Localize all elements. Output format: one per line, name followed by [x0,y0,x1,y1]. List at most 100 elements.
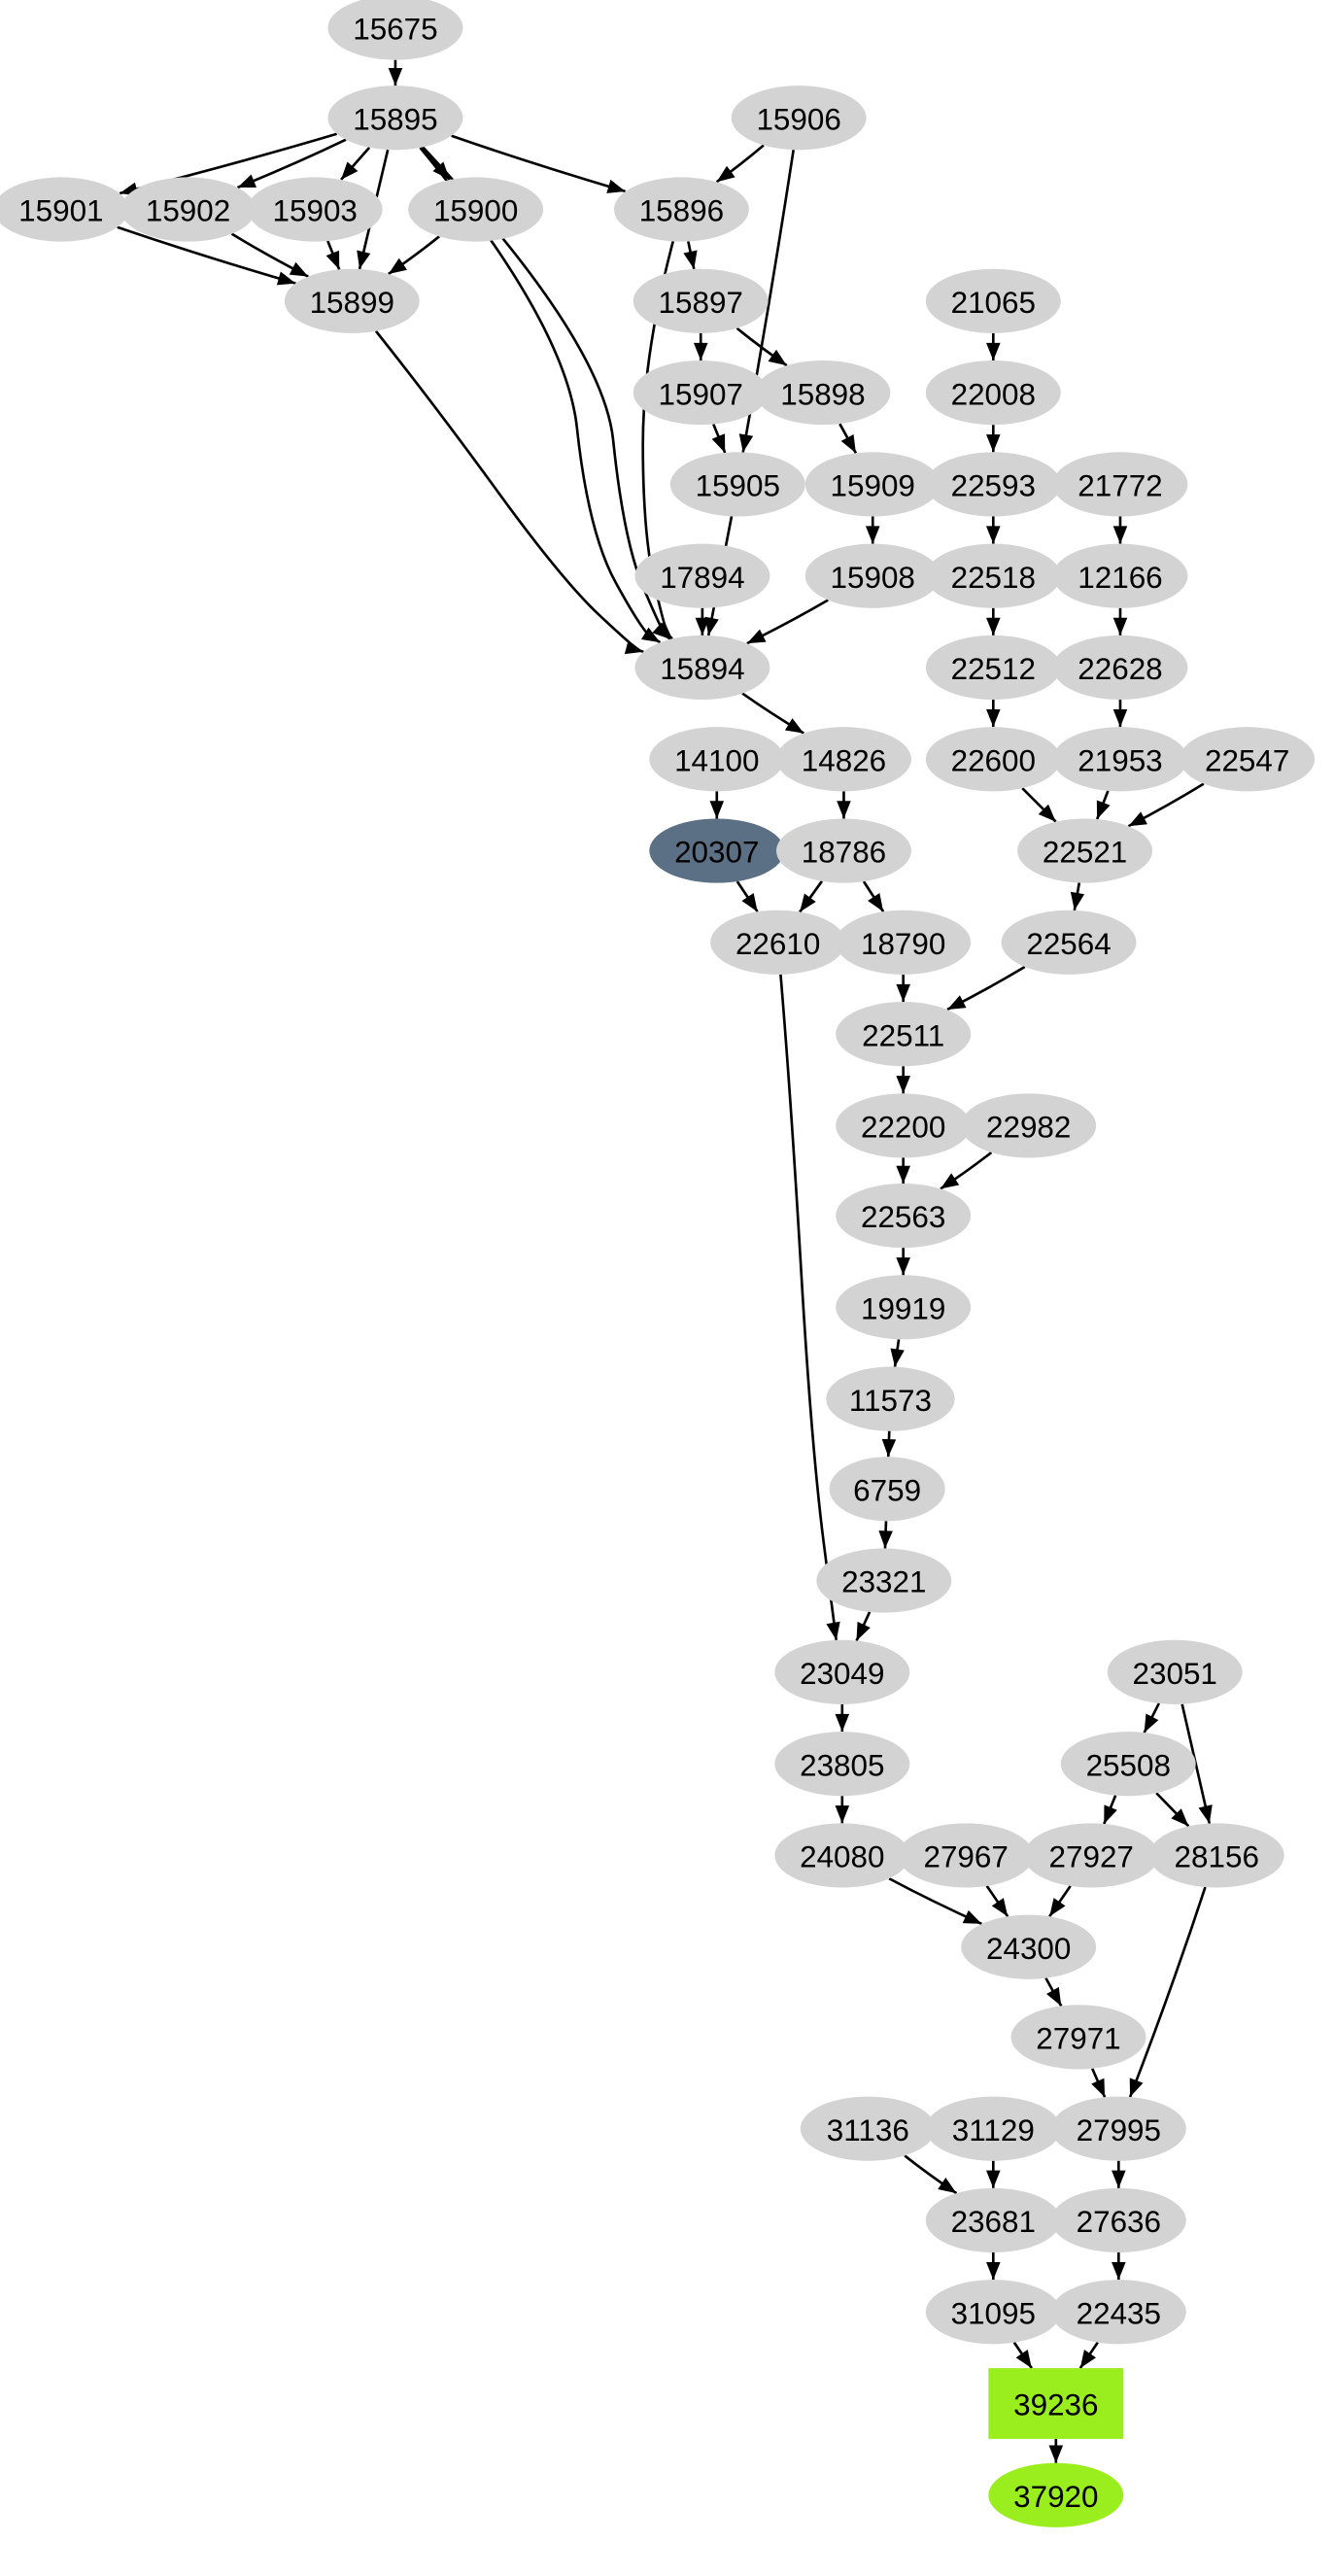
node-shape-ellipse[interactable] [925,268,1061,333]
graph-node-22628[interactable]: 22628 [1052,635,1188,701]
node-shape-ellipse[interactable] [1050,2280,1186,2345]
graph-node-22435[interactable]: 22435 [1050,2280,1186,2345]
graph-node-15901[interactable]: 15901 [0,177,129,242]
node-shape-ellipse[interactable] [800,2096,936,2161]
graph-node-28156[interactable]: 28156 [1148,1823,1284,1888]
graph-node-15675[interactable]: 15675 [327,0,463,60]
node-shape-ellipse[interactable] [634,635,770,701]
node-shape-ellipse[interactable] [836,1275,972,1340]
node-shape-rect[interactable] [988,2368,1124,2439]
graph-node-21065[interactable]: 21065 [925,268,1061,333]
node-shape-ellipse[interactable] [1052,635,1188,701]
node-shape-ellipse[interactable] [120,177,257,242]
graph-node-22518[interactable]: 22518 [925,543,1061,608]
node-shape-ellipse[interactable] [327,86,463,151]
graph-node-21953[interactable]: 21953 [1052,727,1188,792]
graph-node-22512[interactable]: 22512 [925,635,1061,701]
graph-node-15906[interactable]: 15906 [731,86,867,151]
graph-node-15909[interactable]: 15909 [804,452,941,517]
graph-node-23681[interactable]: 23681 [925,2187,1061,2253]
node-shape-ellipse[interactable] [649,727,785,792]
graph-node-15908[interactable]: 15908 [804,543,941,608]
graph-node-22563[interactable]: 22563 [836,1183,972,1249]
graph-node-12166[interactable]: 12166 [1052,543,1188,608]
node-shape-ellipse[interactable] [633,268,769,333]
node-shape-ellipse[interactable] [925,2096,1061,2161]
node-shape-ellipse[interactable] [961,1914,1097,1979]
node-shape-ellipse[interactable] [925,452,1061,517]
node-shape-ellipse[interactable] [1023,1823,1159,1888]
node-shape-ellipse[interactable] [755,361,891,426]
node-shape-ellipse[interactable] [836,910,972,975]
graph-node-25508[interactable]: 25508 [1060,1732,1196,1797]
node-shape-ellipse[interactable] [1050,2096,1186,2161]
graph-node-22982[interactable]: 22982 [961,1093,1097,1158]
graph-node-15900[interactable]: 15900 [408,177,544,242]
node-shape-ellipse[interactable] [634,543,770,608]
graph-node-22610[interactable]: 22610 [710,910,846,975]
graph-node-20307[interactable]: 20307 [649,818,785,883]
graph-node-22564[interactable]: 22564 [1001,910,1137,975]
graph-node-15898[interactable]: 15898 [755,361,891,426]
node-shape-ellipse[interactable] [1001,910,1137,975]
node-shape-ellipse[interactable] [836,1183,972,1249]
graph-node-19919[interactable]: 19919 [836,1275,972,1340]
graph-node-22521[interactable]: 22521 [1017,818,1153,883]
graph-node-15905[interactable]: 15905 [669,452,805,517]
node-shape-ellipse[interactable] [247,177,383,242]
graph-node-22008[interactable]: 22008 [925,361,1061,426]
graph-node-18790[interactable]: 18790 [836,910,972,975]
graph-node-37920[interactable]: 37920 [988,2462,1124,2527]
graph-node-22547[interactable]: 22547 [1180,727,1316,792]
graph-node-31095[interactable]: 31095 [925,2280,1061,2345]
node-shape-ellipse[interactable] [774,1732,910,1797]
node-shape-ellipse[interactable] [1148,1823,1284,1888]
graph-node-14100[interactable]: 14100 [649,727,785,792]
node-shape-ellipse[interactable] [1052,727,1188,792]
node-shape-ellipse[interactable] [804,452,941,517]
node-shape-ellipse[interactable] [633,361,769,426]
graph-node-15902[interactable]: 15902 [120,177,257,242]
graph-node-15896[interactable]: 15896 [613,177,749,242]
graph-node-15903[interactable]: 15903 [247,177,383,242]
graph-node-22200[interactable]: 22200 [836,1093,972,1158]
node-shape-ellipse[interactable] [1052,452,1188,517]
graph-node-23805[interactable]: 23805 [774,1732,910,1797]
node-shape-ellipse[interactable] [829,1457,945,1522]
graph-node-27967[interactable]: 27967 [898,1823,1034,1888]
node-shape-ellipse[interactable] [1010,2005,1146,2070]
graph-node-27636[interactable]: 27636 [1050,2187,1186,2253]
graph-node-22511[interactable]: 22511 [836,1002,972,1067]
graph-node-6759[interactable]: 6759 [829,1457,945,1522]
graph-node-22593[interactable]: 22593 [925,452,1061,517]
node-shape-ellipse[interactable] [327,0,463,60]
node-shape-ellipse[interactable] [961,1093,1097,1158]
node-shape-ellipse[interactable] [1107,1639,1243,1704]
node-shape-ellipse[interactable] [775,818,911,883]
node-shape-ellipse[interactable] [988,2462,1124,2527]
graph-node-15907[interactable]: 15907 [633,361,769,426]
graph-node-31129[interactable]: 31129 [925,2096,1061,2161]
node-shape-ellipse[interactable] [925,2280,1061,2345]
node-shape-ellipse[interactable] [898,1823,1034,1888]
graph-node-27927[interactable]: 27927 [1023,1823,1159,1888]
graph-node-23321[interactable]: 23321 [816,1548,952,1613]
node-shape-ellipse[interactable] [669,452,805,517]
node-shape-ellipse[interactable] [925,543,1061,608]
graph-node-15897[interactable]: 15897 [633,268,769,333]
node-shape-ellipse[interactable] [775,727,911,792]
node-shape-ellipse[interactable] [710,910,846,975]
node-shape-ellipse[interactable] [836,1093,972,1158]
graph-node-14826[interactable]: 14826 [775,727,911,792]
graph-node-11573[interactable]: 11573 [826,1366,955,1431]
graph-node-39236[interactable]: 39236 [988,2368,1124,2439]
node-shape-ellipse[interactable] [284,268,420,333]
node-shape-ellipse[interactable] [408,177,544,242]
graph-node-31136[interactable]: 31136 [800,2096,936,2161]
graph-node-24080[interactable]: 24080 [774,1823,910,1888]
node-shape-ellipse[interactable] [816,1548,952,1613]
node-shape-ellipse[interactable] [925,361,1061,426]
node-shape-ellipse[interactable] [804,543,941,608]
graph-node-24300[interactable]: 24300 [961,1914,1097,1979]
graph-node-15899[interactable]: 15899 [284,268,420,333]
